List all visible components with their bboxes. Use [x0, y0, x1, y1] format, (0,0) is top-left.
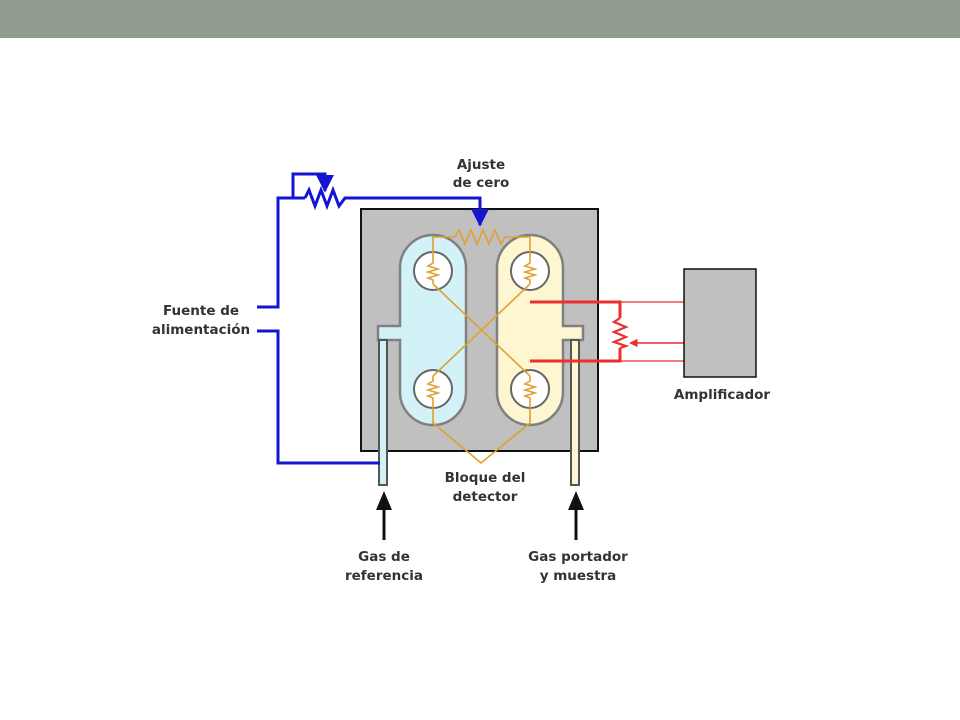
amplifier-label: Amplificador — [674, 387, 770, 403]
detector-block-label-line-1: Bloque del — [445, 470, 526, 486]
reference-gas-tube — [378, 339, 388, 486]
signal-wiring — [530, 300, 684, 363]
carrier-gas-tube — [570, 339, 580, 486]
amplifier-box — [683, 268, 757, 378]
reference-gas-label-line-1: Gas de — [358, 549, 410, 565]
gas-inlet-arrows — [376, 491, 584, 540]
power-supply-label-line-1: Fuente de — [163, 303, 239, 319]
reference-gas-label-line-2: referencia — [345, 568, 423, 584]
power-supply-label-line-2: alimentación — [152, 322, 250, 338]
zero-adjust-label-line-2: de cero — [453, 175, 510, 191]
carrier-gas-label-line-2: y muestra — [540, 568, 617, 584]
carrier-gas-label-line-1: Gas portador — [528, 549, 628, 565]
header-bar — [0, 0, 960, 38]
detector-block-label-line-2: detector — [453, 489, 518, 505]
bridge-wiring — [425, 227, 538, 465]
zero-adjust-label-line-1: Ajuste — [457, 157, 505, 173]
